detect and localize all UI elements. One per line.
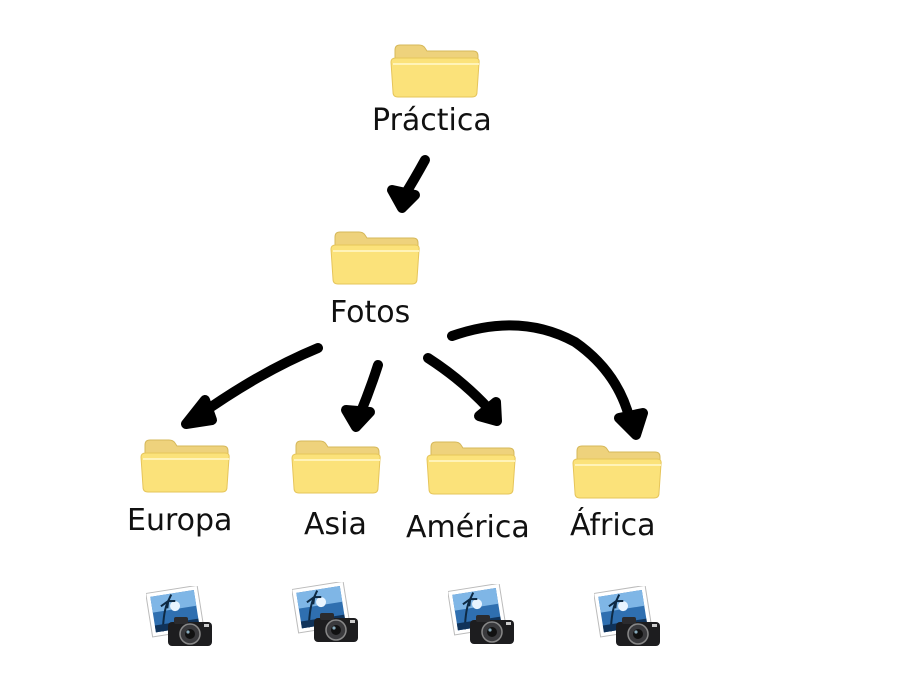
photo-camera-icon xyxy=(146,586,213,647)
arrow-root-to-fotos xyxy=(387,155,430,213)
asia-folder-label: Asia xyxy=(304,507,367,542)
photo-camera-icon xyxy=(594,586,661,647)
folder-icon xyxy=(140,439,231,493)
arrow-fotos-to-europa xyxy=(181,343,323,429)
root-folder-label: Práctica xyxy=(372,103,492,138)
arrow-fotos-to-asia xyxy=(341,360,383,432)
folder-icon xyxy=(572,445,663,499)
europa-folder-label: Europa xyxy=(127,503,233,538)
folder-icon xyxy=(291,440,382,494)
photo-camera-icon xyxy=(448,584,515,645)
africa-folder-label: África xyxy=(570,508,656,543)
arrow-fotos-to-africa xyxy=(447,320,648,440)
folder-icon xyxy=(330,231,421,285)
folder-icon xyxy=(426,441,517,495)
arrow-fotos-to-america xyxy=(423,353,502,426)
photo-camera-icon xyxy=(292,582,359,643)
folder-icon xyxy=(390,44,481,98)
fotos-folder-label: Fotos xyxy=(330,295,411,330)
america-folder-label: América xyxy=(406,510,530,545)
